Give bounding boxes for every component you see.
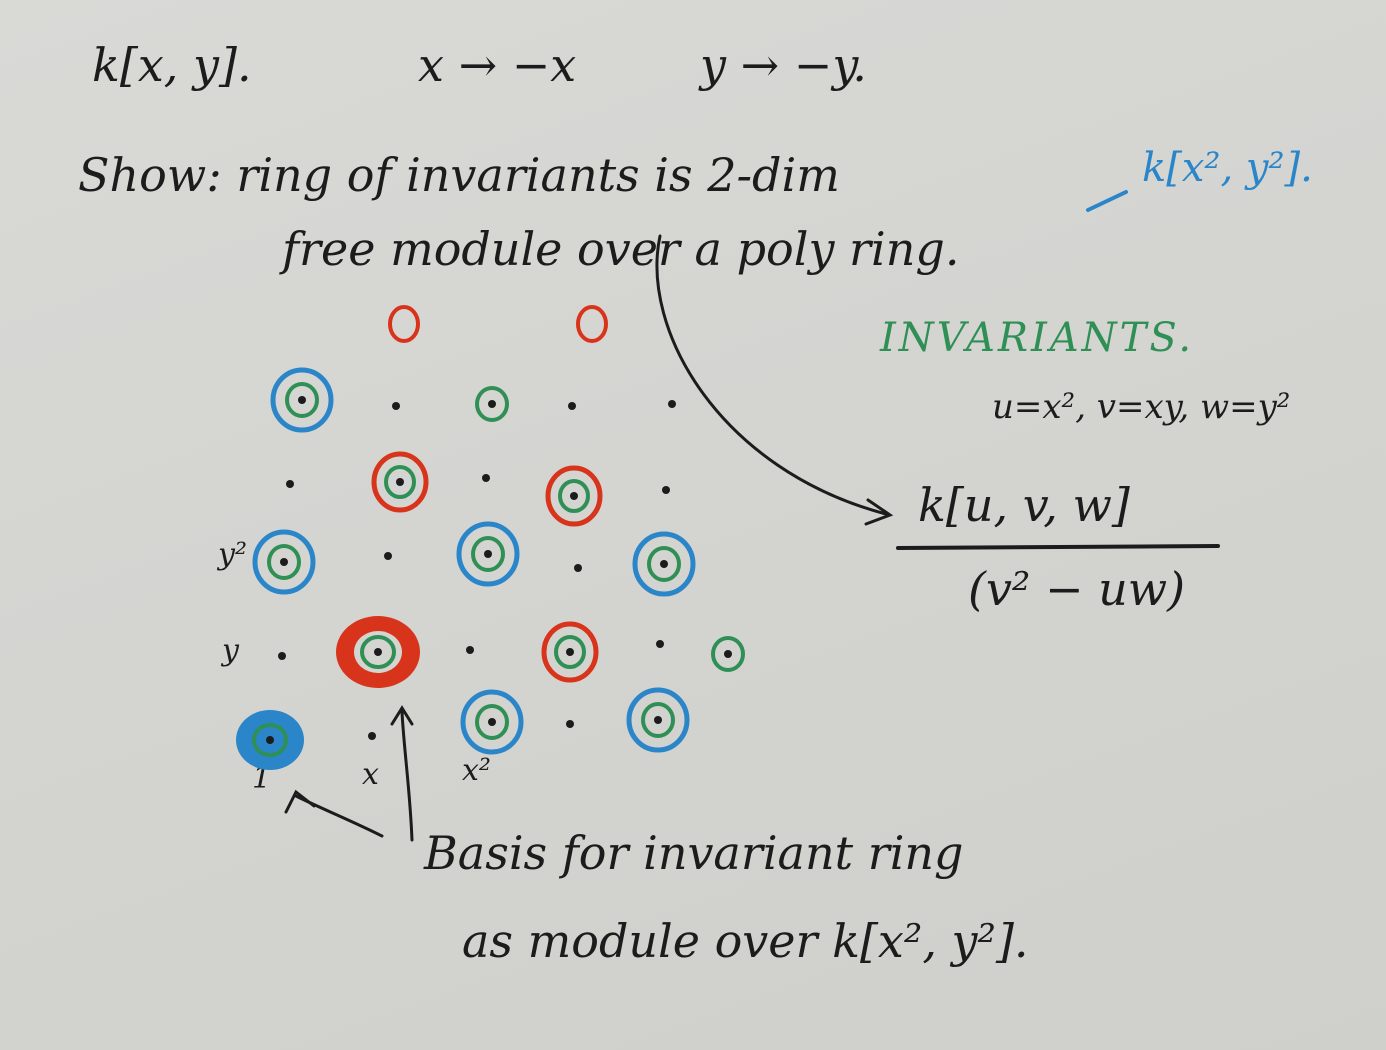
even-monomial-blue-circle <box>626 687 690 753</box>
fraction-bar <box>896 544 1220 550</box>
monomial-label-y-squared: y² <box>218 537 247 572</box>
invariant-green-circle <box>711 636 745 672</box>
lattice-dot <box>662 486 670 494</box>
lattice-dot <box>298 396 306 404</box>
task-line-1: Show: ring of invariants is 2-dim <box>78 148 840 202</box>
basis-element-xy-green-ring <box>360 635 396 669</box>
even-monomial-blue-circle <box>460 689 524 755</box>
even-monomial-blue-circle <box>456 521 520 587</box>
lattice-dot <box>280 558 288 566</box>
quotient-denominator: (v² − uw) <box>968 562 1186 616</box>
basis-element-1-green-ring <box>252 723 288 757</box>
lattice-dot <box>488 400 496 408</box>
arrow-head-basis-1 <box>284 789 316 814</box>
blue-connector-stroke <box>1086 190 1128 212</box>
lattice-dot <box>488 718 496 726</box>
monomial-label-x: x <box>362 757 379 792</box>
invariant-green-circle <box>267 544 301 580</box>
invariant-green-circle <box>475 386 509 422</box>
invariant-green-circle <box>475 704 509 740</box>
lattice-dot <box>566 720 574 728</box>
lattice-dot <box>396 478 404 486</box>
quotient-numerator: k[u, v, w] <box>918 478 1130 532</box>
arrow-to-basis-x <box>400 710 414 842</box>
lattice-dot <box>466 646 474 654</box>
lattice-dot <box>392 402 400 410</box>
lattice-dot <box>668 400 676 408</box>
lattice-dot <box>656 640 664 648</box>
invariant-green-circle <box>285 382 319 418</box>
lattice-dot <box>368 732 376 740</box>
lattice-dot <box>570 492 578 500</box>
y-reflection-label: y → −y. <box>700 38 867 92</box>
lattice-dot <box>660 560 668 568</box>
invariant-green-circle <box>471 536 505 572</box>
x-reflection-label: x → −x <box>418 38 577 92</box>
invariant-green-circle <box>384 465 416 499</box>
arrow-head-basis-x <box>390 705 414 726</box>
lattice-dot <box>724 650 732 658</box>
monomial-label-x-squared: x² <box>462 753 491 788</box>
basis-element-xy-dot <box>374 648 382 656</box>
arrow-head-quotient <box>864 498 894 526</box>
curved-arrow-to-quotient <box>655 234 888 516</box>
lattice-dot <box>654 716 662 724</box>
odd-invariant-red-circle <box>545 465 603 527</box>
lattice-dot <box>568 402 576 410</box>
task-line-2: free module over a poly ring. <box>282 222 960 276</box>
polynomial-ring-label: k[x, y]. <box>92 38 252 92</box>
basis-note-line-2: as module over k[x², y²]. <box>462 914 1029 968</box>
basis-element-1-dot <box>266 736 274 744</box>
even-monomial-blue-circle <box>632 531 696 597</box>
odd-invariant-red-circle <box>371 451 429 513</box>
odd-monomial-red-circle <box>388 305 420 343</box>
lattice-dot <box>484 550 492 558</box>
invariants-heading: INVARIANTS. <box>880 315 1195 361</box>
invariant-definitions: u=x², v=xy, w=y² <box>992 387 1291 427</box>
subring-label: k[x², y²]. <box>1142 145 1313 191</box>
lattice-dot <box>286 480 294 488</box>
odd-monomial-red-circle <box>576 305 608 343</box>
invariant-green-circle <box>647 546 681 582</box>
lattice-dot <box>482 474 490 482</box>
invariant-green-circle <box>641 702 675 738</box>
odd-invariant-red-circle <box>541 621 599 683</box>
even-monomial-blue-circle <box>252 529 316 595</box>
invariant-green-circle <box>558 479 590 513</box>
lattice-dot <box>384 552 392 560</box>
monomial-label-1: 1 <box>252 761 272 796</box>
basis-note-line-1: Basis for invariant ring <box>424 826 964 880</box>
invariant-green-circle <box>554 635 586 669</box>
lattice-dot <box>278 652 286 660</box>
lattice-dot <box>574 564 582 572</box>
even-monomial-blue-circle <box>270 367 334 433</box>
lattice-dot <box>566 648 574 656</box>
monomial-label-y: y <box>222 633 239 668</box>
